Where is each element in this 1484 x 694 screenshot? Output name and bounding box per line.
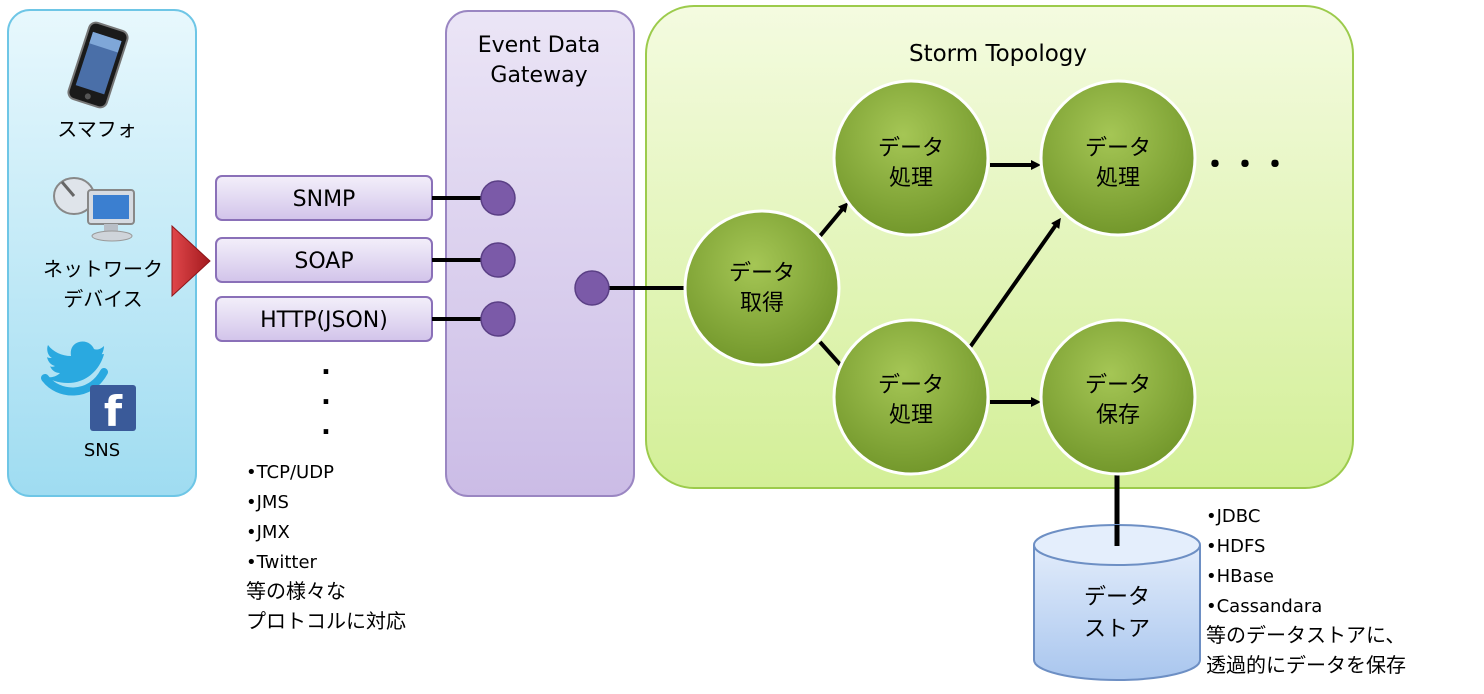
- topology-ellipsis: ・・・: [1200, 148, 1290, 183]
- sns-label: SNS: [84, 440, 120, 461]
- port-soap: [480, 242, 516, 278]
- datastore-note-line2: 透過的にデータを保存: [1206, 653, 1406, 677]
- topology-title: Storm Topology: [909, 41, 1087, 67]
- datastore-note-line1: 等のデータストアに、: [1206, 623, 1405, 647]
- protocol-dot-1: .: [321, 351, 331, 381]
- protocol-dot-2: .: [321, 381, 331, 411]
- node-process-2: データ 処理: [832, 318, 990, 476]
- twitter-icon: [41, 341, 108, 396]
- node-process-1-line2: 処理: [889, 166, 933, 191]
- node-process-1-line1: データ: [878, 136, 944, 161]
- port-http: [480, 301, 516, 337]
- arrow-process2-to-process3: [966, 217, 1061, 352]
- datastore-label-line2: ストア: [1084, 617, 1150, 642]
- smartphone-label: スマフォ: [57, 117, 136, 141]
- node-store: データ 保存: [1039, 318, 1197, 476]
- node-process-1: データ 処理: [832, 79, 990, 237]
- datastore-backend-2: •HDFS: [1206, 536, 1265, 557]
- protocol-dot-3: .: [321, 411, 331, 441]
- port-output: [574, 270, 610, 306]
- node-process-3-line2: 処理: [1096, 166, 1140, 191]
- other-protocol-3: •JMX: [246, 522, 290, 543]
- facebook-icon: f: [90, 385, 136, 436]
- gateway-title-line1: Event Data: [478, 33, 601, 58]
- svg-text:f: f: [104, 387, 123, 436]
- protocol-note-line2: プロトコルに対応: [246, 609, 406, 633]
- other-protocol-4: •Twitter: [246, 552, 318, 573]
- node-process-2-line2: 処理: [889, 403, 933, 428]
- protocol-note-line1: 等の様々な: [246, 579, 346, 603]
- network-device-label-line1: ネットワーク: [43, 257, 163, 281]
- protocol-soap-label: SOAP: [294, 249, 353, 274]
- protocol-soap: SOAP: [215, 237, 433, 283]
- node-acquire: データ 取得: [683, 209, 841, 367]
- datastore-backend-4: •Cassandara: [1206, 596, 1322, 617]
- datastore-backend-3: •HBase: [1206, 566, 1274, 587]
- node-store-line1: データ: [1085, 373, 1151, 398]
- protocol-snmp-label: SNMP: [293, 187, 356, 212]
- port-snmp: [480, 180, 516, 216]
- node-store-line2: 保存: [1096, 403, 1140, 428]
- input-arrow: [171, 224, 211, 298]
- protocol-http-label: HTTP(JSON): [260, 308, 388, 333]
- network-device-icon: [53, 177, 135, 242]
- network-device-label-line2: デバイス: [63, 287, 142, 311]
- other-protocol-2: •JMS: [246, 492, 289, 513]
- gateway-panel: [445, 10, 635, 497]
- node-process-3-line1: データ: [1085, 136, 1151, 161]
- gateway-title-line2: Gateway: [490, 63, 587, 88]
- arrow-acquire-to-process1: [818, 202, 849, 238]
- node-acquire-line2: 取得: [740, 291, 784, 316]
- datastore-label-line1: データ: [1084, 585, 1150, 610]
- node-process-2-line1: データ: [878, 373, 944, 398]
- other-protocol-1: •TCP/UDP: [246, 462, 334, 483]
- protocol-http: HTTP(JSON): [215, 296, 433, 342]
- smartphone-icon: [67, 21, 129, 109]
- node-acquire-line1: データ: [729, 261, 795, 286]
- protocol-snmp: SNMP: [215, 175, 433, 221]
- datastore-backend-1: •JDBC: [1206, 506, 1260, 527]
- node-process-3: データ 処理: [1039, 79, 1197, 237]
